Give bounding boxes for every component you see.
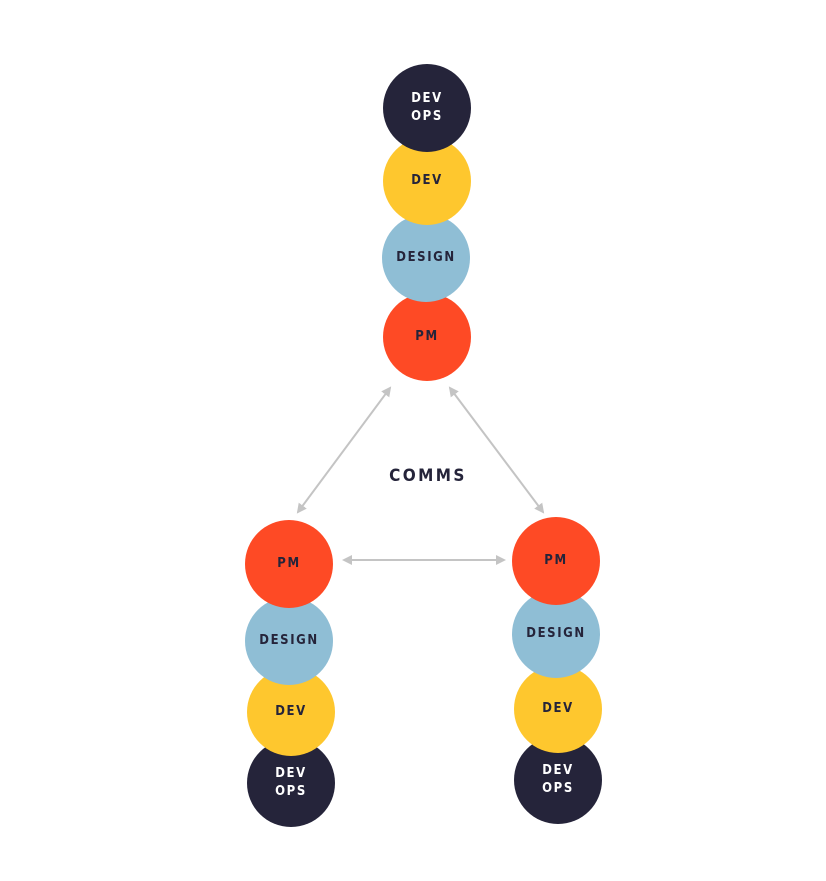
left-team-design: DESIGN bbox=[245, 597, 333, 685]
top-team-devops: DEV OPS bbox=[383, 64, 471, 152]
top-team-design: DESIGN bbox=[382, 214, 470, 302]
left-team-dev: DEV bbox=[247, 668, 335, 756]
arrow-top-left bbox=[296, 386, 392, 514]
right-team-dev: DEV bbox=[514, 665, 602, 753]
top-team-pm: PM bbox=[383, 293, 471, 381]
arrow-top-right bbox=[448, 386, 545, 514]
comms-label: COMMS bbox=[389, 466, 467, 486]
right-team-pm: PM bbox=[512, 517, 600, 605]
right-team-devops: DEV OPS bbox=[514, 736, 602, 824]
left-team-pm: PM bbox=[245, 520, 333, 608]
